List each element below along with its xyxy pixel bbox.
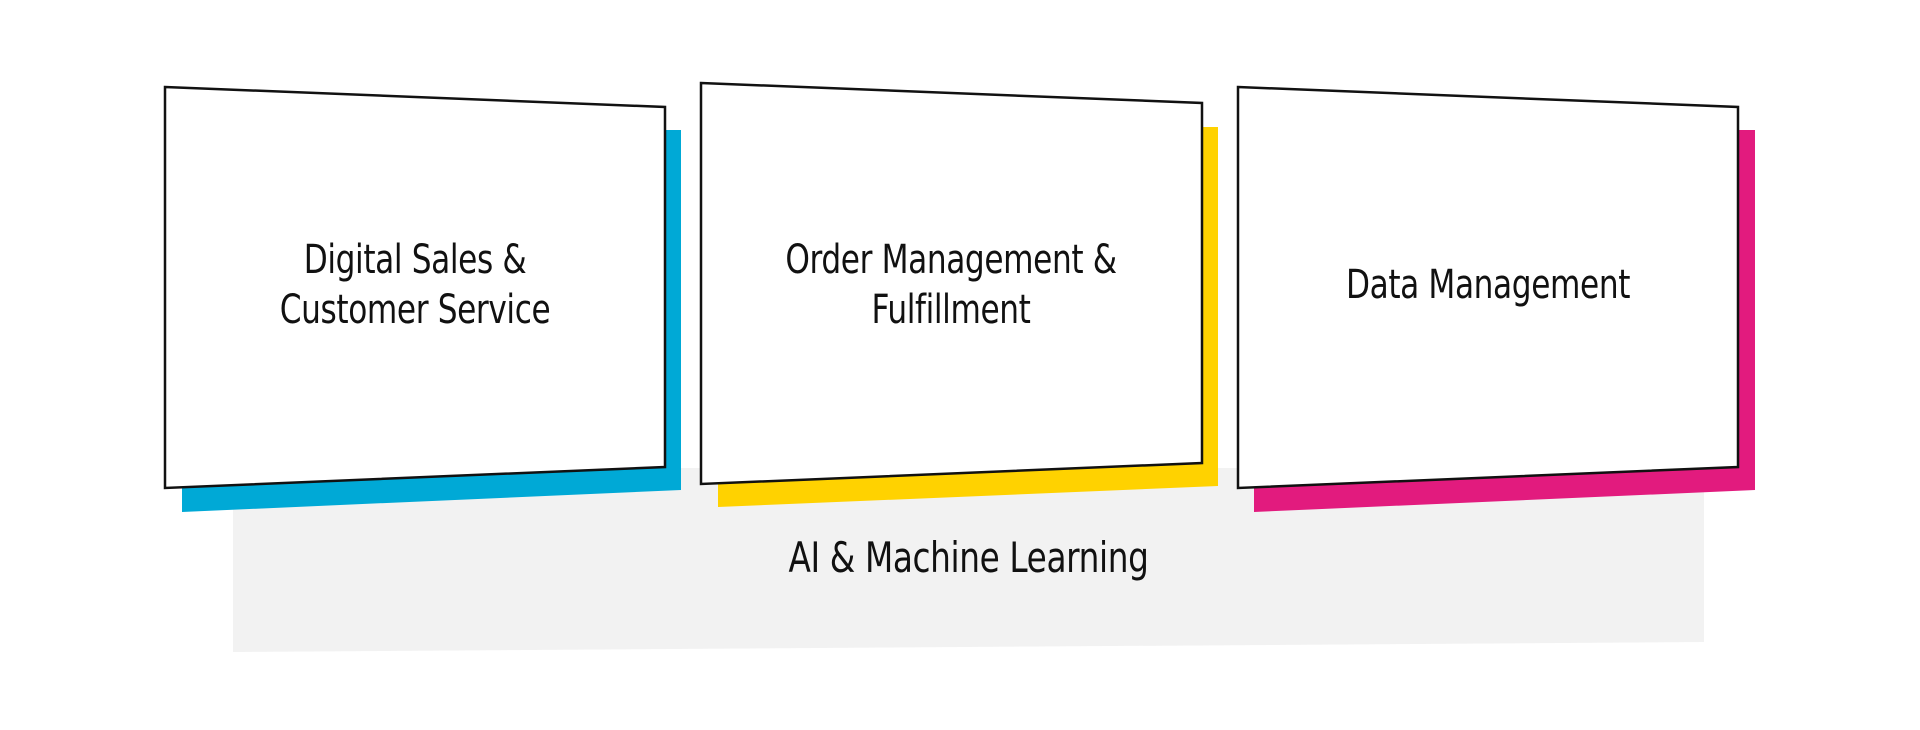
foundation-label: AI & Machine Learning — [788, 532, 1149, 582]
box-1-label: Digital Sales & Customer Service — [279, 237, 551, 333]
box-3-card — [1236, 85, 1740, 490]
box-2-card — [699, 81, 1204, 486]
box-3-label: Data Management — [1345, 262, 1631, 308]
box-1-card — [163, 85, 667, 490]
foundation-slab — [233, 468, 1704, 652]
box-2-label: Order Management & Fulfillment — [785, 237, 1117, 333]
